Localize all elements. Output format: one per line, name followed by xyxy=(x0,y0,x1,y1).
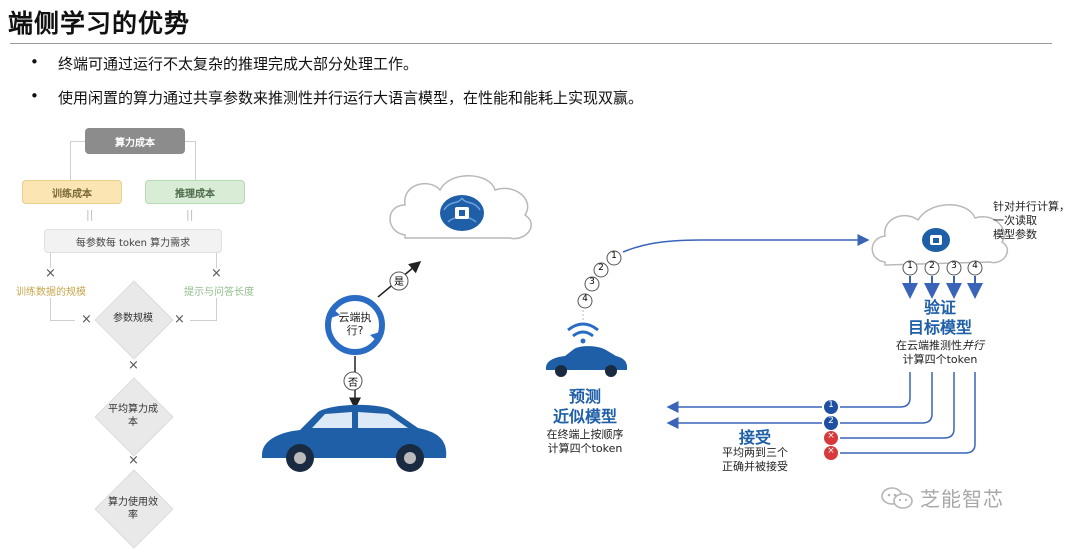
wechat-icon xyxy=(881,486,913,509)
per-token-demand-box: 每参数每 token 算力需求 xyxy=(44,229,222,253)
multiply-sign: × xyxy=(211,266,222,281)
brain-icon xyxy=(440,195,484,231)
connector-line xyxy=(50,298,51,320)
param-scale-label: 参数规模 xyxy=(113,313,153,324)
decision-question: 云端执行? xyxy=(338,311,372,337)
note-line: 一次读取 xyxy=(993,214,1037,227)
multiply-sign: × xyxy=(128,358,139,373)
watermark: 芝能智芯 xyxy=(880,483,1004,512)
device-desc-line: 在终端上按顺序 xyxy=(546,428,624,441)
efficiency-label: 算力使用效率 xyxy=(108,497,158,521)
page-title: 端侧学习的优势 xyxy=(8,9,191,38)
target-desc-text: 在云端推测性 xyxy=(896,339,962,352)
prompt-length-label: 提示与问答长度 xyxy=(184,287,254,298)
device-title-line: 近似模型 xyxy=(552,407,617,426)
cloud-execute-decision xyxy=(325,295,385,355)
connector-line xyxy=(190,320,217,321)
yes-label: 是 xyxy=(394,277,404,288)
connector-line xyxy=(216,298,217,320)
device-model-title: 预测 近似模型 xyxy=(540,387,630,427)
device-desc-line: 计算四个token xyxy=(547,442,623,455)
verify-step-label: 2 xyxy=(929,261,935,271)
step-label: 1 xyxy=(611,251,617,261)
note-line: 针对并行计算， xyxy=(993,200,1070,213)
no-label: 否 xyxy=(348,378,358,389)
wifi-icon xyxy=(567,322,599,344)
bullet-dot: • xyxy=(30,87,39,105)
connector-line xyxy=(195,141,196,180)
connector-line xyxy=(50,253,51,268)
result-return-lines xyxy=(666,372,976,454)
step-label: 3 xyxy=(589,277,595,287)
multiply-sign: × xyxy=(81,312,92,327)
accept-desc-line: 平均两到三个 xyxy=(722,446,788,459)
token-step-bubbles xyxy=(577,250,622,320)
target-desc-line: 计算四个token xyxy=(902,353,978,366)
inference-cost-box: 推理成本 xyxy=(145,180,245,204)
note-line: 模型参数 xyxy=(993,228,1037,241)
watermark-text: 芝能智芯 xyxy=(920,487,1004,511)
parallel-read-note: 针对并行计算， 一次读取 模型参数 xyxy=(993,200,1070,242)
accept-title: 接受 xyxy=(738,428,771,447)
target-title-line: 验证 xyxy=(923,298,956,317)
equals-sign: || xyxy=(186,208,194,221)
yes-bubble xyxy=(389,271,409,291)
unit-cost-label: 平均算力成本 xyxy=(108,404,158,428)
multiply-sign: × xyxy=(174,312,185,327)
device-model-desc: 在终端上按顺序 计算四个token xyxy=(530,428,640,456)
title-divider xyxy=(10,43,1052,44)
bullet-text: 终端可通过运行不太复杂的推理完成大部分处理工作。 xyxy=(58,55,419,73)
equals-sign: || xyxy=(86,208,94,221)
no-bubble xyxy=(343,371,363,391)
connector-line xyxy=(185,141,195,142)
verify-step-label: 4 xyxy=(972,261,978,271)
brain-icon xyxy=(922,228,950,252)
target-desc-italic: 并行 xyxy=(962,339,984,352)
rejected-marker-label: × xyxy=(827,446,835,456)
bullet-text: 使用闲置的算力通过共享参数来推测性并行运行大语言模型，在性能和能耗上实现双赢。 xyxy=(58,89,644,107)
compute-cost-box: 算力成本 xyxy=(85,128,185,154)
connector-line xyxy=(216,253,217,268)
multiply-sign: × xyxy=(45,266,56,281)
bullet-dot: • xyxy=(30,53,39,71)
verify-down-arrows xyxy=(902,276,983,299)
connector-line xyxy=(70,141,85,142)
verify-bubbles xyxy=(902,260,983,276)
small-car-icon xyxy=(546,346,628,377)
target-model-title: 验证 目标模型 xyxy=(895,298,985,338)
target-title-line: 目标模型 xyxy=(907,318,972,337)
accept-desc: 平均两到三个 正确并被接受 xyxy=(700,446,810,474)
training-data-scale-label: 训练数据的规模 xyxy=(16,287,86,298)
result-markers xyxy=(824,400,838,460)
car-icon xyxy=(262,404,447,472)
step-label: 4 xyxy=(582,294,588,304)
step-label: 2 xyxy=(598,263,604,273)
training-cost-box: 训练成本 xyxy=(22,180,122,204)
target-desc-line: 在云端推测性并行 xyxy=(880,339,1000,353)
connector-line xyxy=(70,141,71,180)
accept-desc-line: 正确并被接受 xyxy=(722,460,788,473)
target-model-desc: 在云端推测性并行 计算四个token xyxy=(880,339,1000,367)
accepted-marker-label: 2 xyxy=(828,416,834,426)
verify-step-label: 1 xyxy=(907,261,913,271)
accepted-marker-label: 1 xyxy=(828,400,834,410)
multiply-sign: × xyxy=(128,453,139,468)
connector-line xyxy=(50,320,75,321)
rejected-marker-label: × xyxy=(827,431,835,441)
verify-step-label: 3 xyxy=(951,261,957,271)
device-title-line: 预测 xyxy=(568,387,601,406)
token-upload-arrow xyxy=(622,234,870,253)
